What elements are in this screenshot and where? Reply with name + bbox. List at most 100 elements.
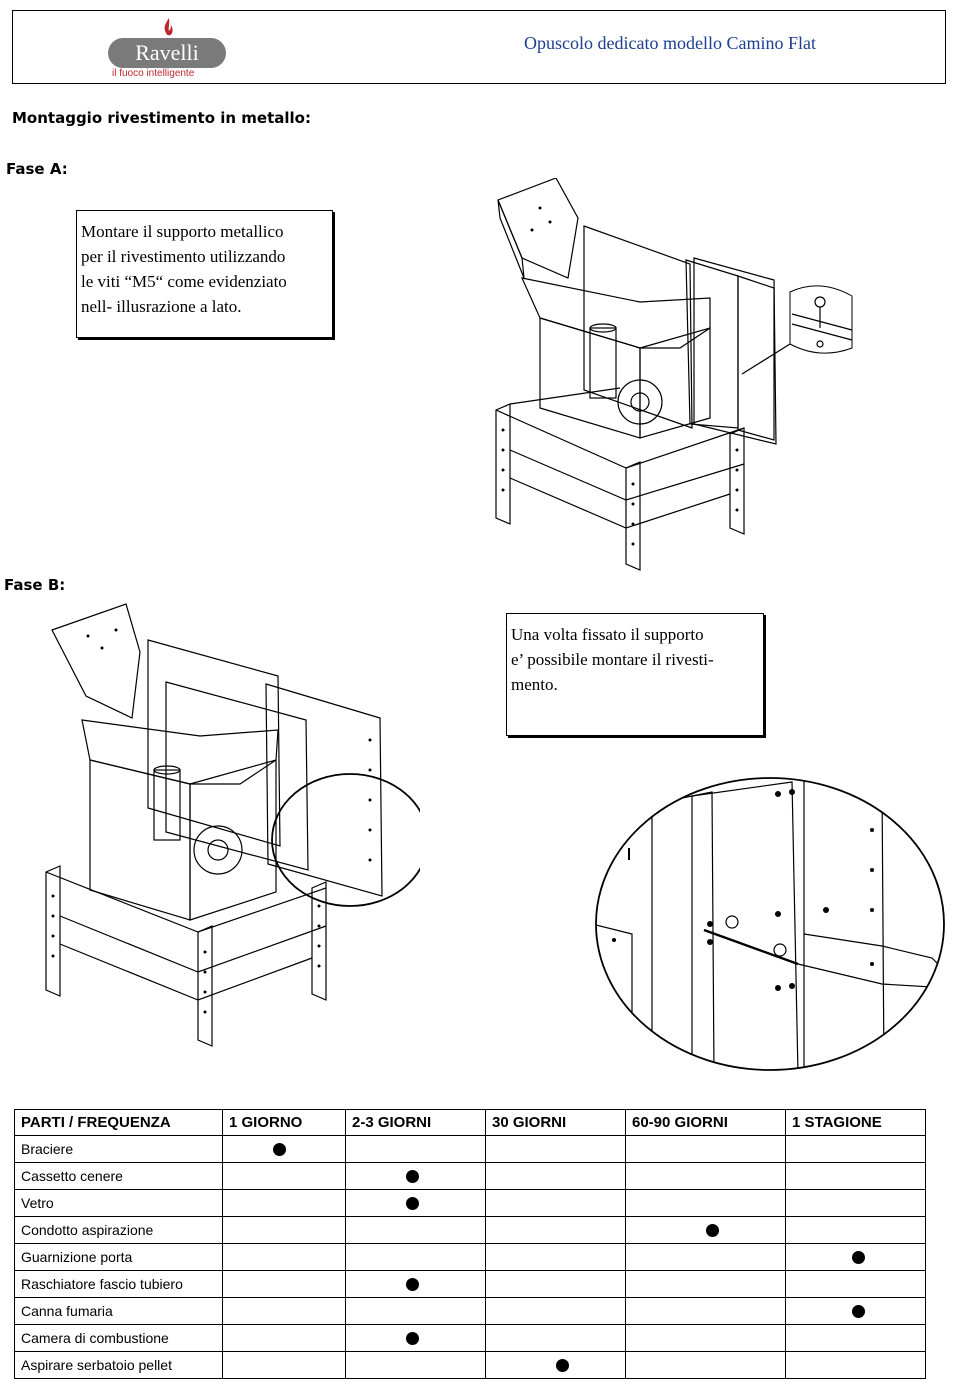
page-header (12, 10, 946, 84)
note-line: per il rivestimento utilizzando (81, 247, 286, 266)
frequency-cell (485, 1297, 626, 1325)
frequency-cell (345, 1351, 486, 1379)
frequency-cell (222, 1162, 346, 1190)
section-title: Montaggio rivestimento in metallo: (12, 109, 311, 127)
frequency-cell (785, 1216, 926, 1244)
part-name-cell: Raschiatore fascio tubiero (14, 1270, 223, 1298)
table-row: Condotto aspirazione (14, 1216, 926, 1244)
frequency-cell (785, 1189, 926, 1217)
frequency-cell (625, 1324, 786, 1352)
part-name-cell: Camera di combustione (14, 1324, 223, 1352)
table-row: Vetro (14, 1189, 926, 1217)
frequency-cell (345, 1243, 486, 1271)
frequency-mark (406, 1170, 419, 1183)
part-name-cell: Vetro (14, 1189, 223, 1217)
part-name-cell: Cassetto cenere (14, 1162, 223, 1190)
table-row: Cassetto cenere (14, 1162, 926, 1190)
frequency-cell (625, 1270, 786, 1298)
flame-icon (164, 18, 173, 36)
frequency-cell (485, 1351, 626, 1379)
frequency-cell (785, 1324, 926, 1352)
frequency-cell (785, 1270, 926, 1298)
frequency-cell (485, 1270, 626, 1298)
frequency-mark (852, 1305, 865, 1318)
frequency-cell (625, 1297, 786, 1325)
phase-a-note: Montare il supporto metallico per il riv… (76, 210, 333, 338)
frequency-cell (785, 1135, 926, 1163)
frequency-mark (406, 1332, 419, 1345)
logo-wordmark: Ravelli (108, 38, 226, 68)
frequency-cell (485, 1216, 626, 1244)
column-header: 30 GIORNI (485, 1109, 626, 1136)
phase-b-illustration (45, 603, 420, 1047)
frequency-cell (625, 1216, 786, 1244)
column-header: PARTI / FREQUENZA (14, 1109, 223, 1136)
detail-zoom-illustration (595, 777, 945, 1071)
frequency-cell (785, 1162, 926, 1190)
part-name-cell: Canna fumaria (14, 1297, 223, 1325)
table-row: Aspirare serbatoio pellet (14, 1351, 926, 1379)
frequency-mark (406, 1278, 419, 1291)
phase-b-label: Fase B: (4, 576, 66, 594)
frequency-cell (785, 1351, 926, 1379)
table-row: Braciere (14, 1135, 926, 1163)
table-row: Canna fumaria (14, 1297, 926, 1325)
frequency-cell (222, 1216, 346, 1244)
frequency-cell (222, 1324, 346, 1352)
frequency-cell (485, 1243, 626, 1271)
table-header-row: PARTI / FREQUENZA 1 GIORNO 2-3 GIORNI 30… (14, 1109, 926, 1136)
frequency-mark (706, 1224, 719, 1237)
part-name-cell: Guarnizione porta (14, 1243, 223, 1271)
note-line: nell- illusrazione a lato. (81, 297, 242, 316)
table-row: Raschiatore fascio tubiero (14, 1270, 926, 1298)
logo-tagline: il fuoco intelligente (112, 68, 195, 79)
frequency-cell (785, 1243, 926, 1271)
frequency-cell (222, 1297, 346, 1325)
frequency-cell (345, 1324, 486, 1352)
note-line: Una volta fissato il supporto (511, 625, 704, 644)
frequency-mark (556, 1359, 569, 1372)
frequency-cell (485, 1189, 626, 1217)
note-line: Montare il supporto metallico (81, 222, 284, 241)
phase-a-illustration (495, 178, 853, 571)
frequency-cell (222, 1351, 346, 1379)
frequency-cell (345, 1297, 486, 1325)
frequency-mark (852, 1251, 865, 1264)
frequency-cell (625, 1243, 786, 1271)
frequency-cell (625, 1351, 786, 1379)
part-name-cell: Braciere (14, 1135, 223, 1163)
frequency-cell (785, 1297, 926, 1325)
column-header: 1 STAGIONE (785, 1109, 926, 1136)
ravelli-logo: Ravelli il fuoco intelligente (108, 18, 226, 79)
frequency-cell (222, 1243, 346, 1271)
column-header: 1 GIORNO (222, 1109, 346, 1136)
column-header: 2-3 GIORNI (345, 1109, 486, 1136)
table-row: Guarnizione porta (14, 1243, 926, 1271)
frequency-cell (625, 1189, 786, 1217)
frequency-cell (222, 1189, 346, 1217)
part-name-cell: Condotto aspirazione (14, 1216, 223, 1244)
frequency-cell (485, 1324, 626, 1352)
table-row: Camera di combustione (14, 1324, 926, 1352)
frequency-cell (485, 1162, 626, 1190)
frequency-cell (222, 1135, 346, 1163)
frequency-cell (345, 1162, 486, 1190)
frequency-cell (345, 1189, 486, 1217)
frequency-cell (625, 1162, 786, 1190)
document-title: Opuscolo dedicato modello Camino Flat (524, 33, 816, 53)
frequency-mark (273, 1143, 286, 1156)
part-name-cell: Aspirare serbatoio pellet (14, 1351, 223, 1379)
frequency-cell (345, 1135, 486, 1163)
phase-b-note: Una volta fissato il supporto e’ possibi… (506, 613, 764, 736)
frequency-cell (625, 1135, 786, 1163)
note-line: le viti “M5“ come evidenziato (81, 272, 287, 291)
maintenance-frequency-table: PARTI / FREQUENZA 1 GIORNO 2-3 GIORNI 30… (14, 1109, 926, 1379)
frequency-cell (345, 1270, 486, 1298)
note-line: mento. (511, 675, 558, 694)
frequency-cell (485, 1135, 626, 1163)
note-line: e’ possibile montare il rivesti- (511, 650, 714, 669)
frequency-mark (406, 1197, 419, 1210)
phase-a-label: Fase A: (6, 160, 68, 178)
column-header: 60-90 GIORNI (625, 1109, 786, 1136)
frequency-cell (345, 1216, 486, 1244)
